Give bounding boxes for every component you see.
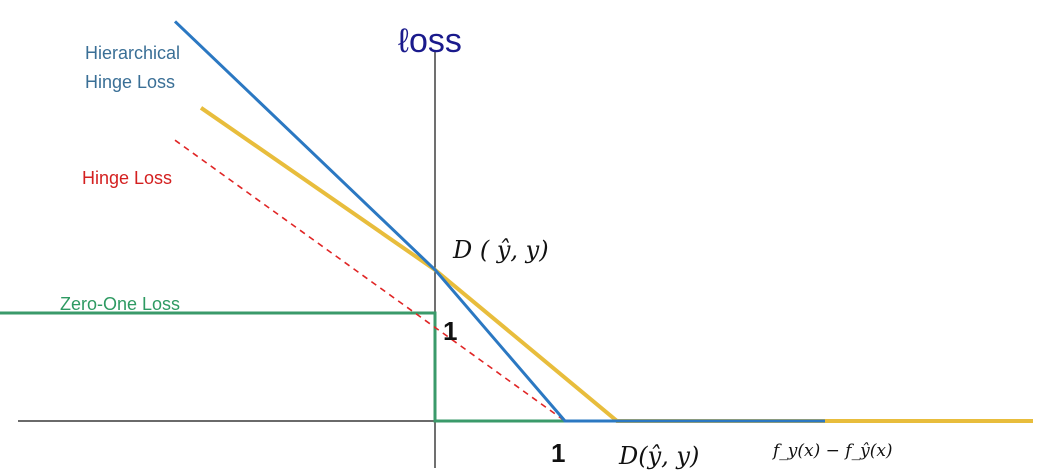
diagram-title: ℓoss bbox=[398, 22, 462, 60]
series-hierarchical-hinge-loss bbox=[173, 20, 825, 423]
series-zero-one-loss bbox=[0, 311, 825, 423]
legend-zero-one-loss: Zero-One Loss bbox=[60, 294, 180, 314]
annotation-one-x: 1 bbox=[551, 438, 565, 468]
annotation-one-y: 1 bbox=[443, 316, 457, 346]
series-hinge-loss bbox=[174, 139, 566, 422]
annotation-d-yhat-y-lower: D(ŷ, y) bbox=[618, 442, 699, 470]
annotation-d-yhat-y-upper: D ( ŷ, y) bbox=[452, 236, 549, 264]
legend-hierarchical-line1: Hierarchical bbox=[85, 43, 180, 63]
series-yellow-line bbox=[199, 106, 1033, 423]
x-axis-label: f_y(x) − f_ŷ(x) bbox=[771, 441, 893, 461]
legend-hinge-loss: Hinge Loss bbox=[82, 168, 172, 188]
legend-hierarchical-line2: Hinge Loss bbox=[85, 72, 175, 92]
